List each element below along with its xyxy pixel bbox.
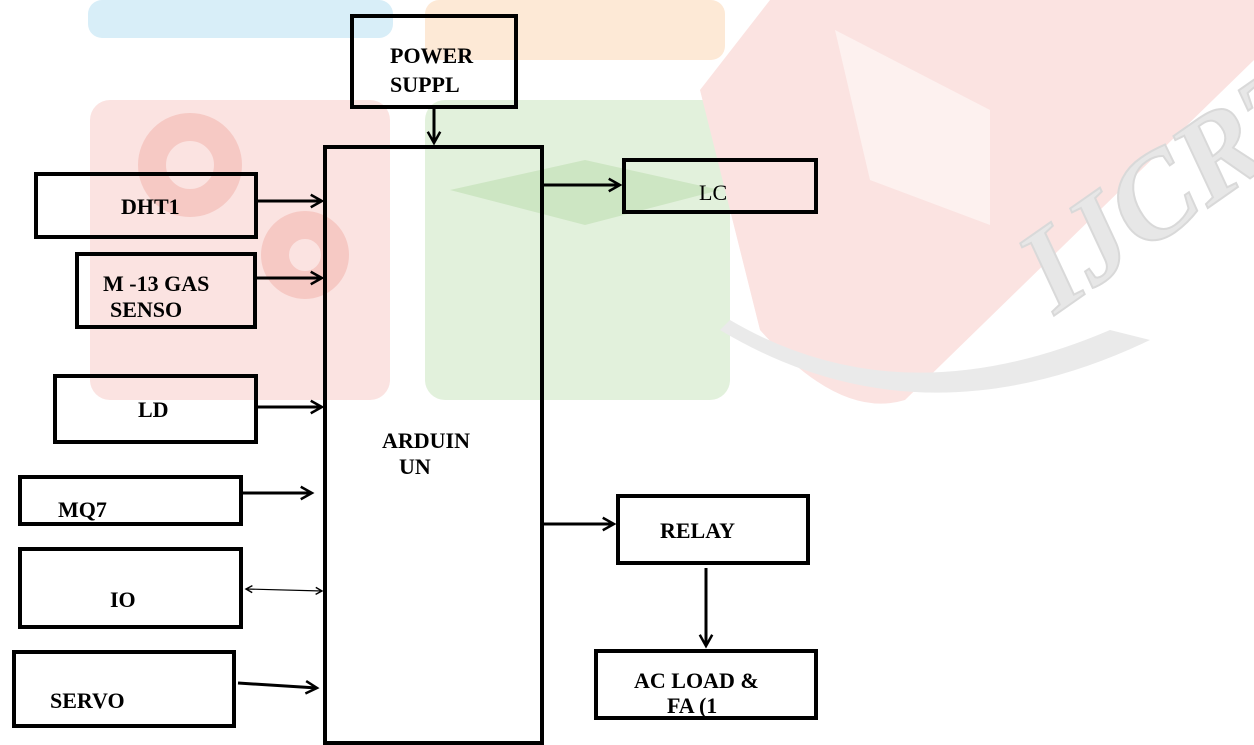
arrow-iot-bidirectional (246, 589, 322, 591)
arduino-label-line2: UN (399, 456, 431, 478)
ac-load-label-line1: AC LOAD & (634, 670, 759, 692)
lcd-label: LC (699, 182, 727, 204)
ac-load-label-line2: FA (1 (667, 695, 717, 717)
ldr-label: LD (138, 399, 169, 421)
relay-label: RELAY (660, 520, 735, 542)
dht-label: DHT1 (121, 196, 180, 218)
arduino-label-line1: ARDUIN (382, 430, 470, 452)
power-supply-label-line1: POWER (390, 45, 473, 67)
iot-label: IO (110, 589, 136, 611)
servo-label: SERVO (50, 690, 125, 712)
mq7-label: MQ7 (58, 499, 107, 521)
gas-sensor-label-line2: SENSO (110, 299, 182, 321)
power-supply-label-line2: SUPPL (390, 74, 460, 96)
arrow-servo-to-arduino (238, 683, 317, 688)
gas-sensor-label-line1: M -13 GAS (103, 273, 209, 295)
